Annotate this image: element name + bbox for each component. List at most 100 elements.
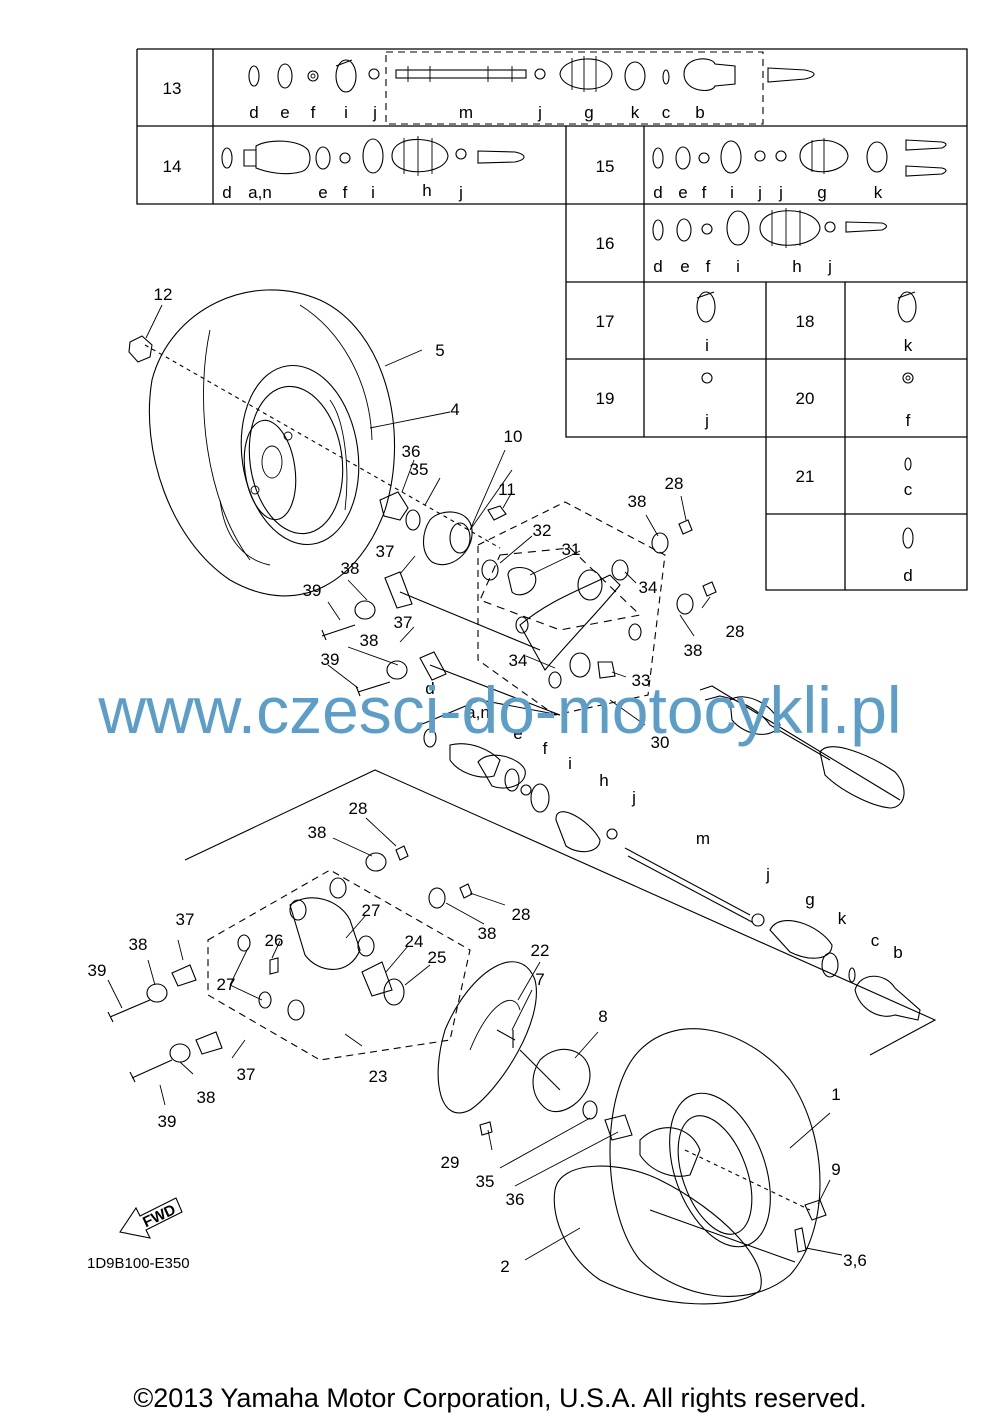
callout: 25	[428, 948, 447, 967]
svg-text:b: b	[695, 103, 704, 122]
row-20-num: 20	[796, 389, 815, 408]
row-16-num: 16	[596, 234, 615, 253]
callout: 2	[500, 1257, 509, 1276]
callout: 12	[154, 285, 173, 304]
svg-text:e: e	[678, 183, 687, 202]
svg-text:d: d	[222, 183, 231, 202]
callout: 39	[158, 1112, 177, 1131]
svg-text:i: i	[730, 183, 734, 202]
callout: 36	[506, 1190, 525, 1209]
callout: 3,6	[843, 1251, 867, 1270]
callout: 4	[450, 400, 459, 419]
svg-text:j: j	[704, 411, 709, 430]
callout: 38	[197, 1088, 216, 1107]
svg-text:f: f	[706, 257, 711, 276]
svg-text:j: j	[757, 183, 762, 202]
lower-arm-assembly	[107, 769, 937, 1083]
row-18-num: 18	[796, 312, 815, 331]
svg-text:h: h	[792, 257, 801, 276]
callout: a,n	[466, 703, 490, 722]
callout: 36	[402, 442, 421, 461]
callout: 37	[394, 613, 413, 632]
callout: 38	[308, 823, 327, 842]
row-17-num: 17	[596, 312, 615, 331]
callout-labels: 1 2 3,6 4 5 7 8 9 10 11 12 22 23 24 25 2…	[88, 285, 903, 1276]
svg-text:h: h	[422, 181, 431, 200]
svg-text:a,n: a,n	[248, 183, 272, 202]
svg-text:k: k	[874, 183, 883, 202]
row-14-letters: d a,n e f i h j	[222, 181, 463, 202]
copyright-text: ©2013 Yamaha Motor Corporation, U.S.A. A…	[133, 1383, 867, 1413]
svg-text:j: j	[827, 257, 832, 276]
svg-text:k: k	[631, 103, 640, 122]
drive-axle	[419, 685, 921, 1021]
svg-text:f: f	[906, 411, 911, 430]
callout: 22	[531, 941, 550, 960]
svg-text:e: e	[280, 103, 289, 122]
callout: 39	[88, 961, 107, 980]
callout: 38	[129, 935, 148, 954]
callout: 7	[535, 970, 544, 989]
callout: 28	[726, 622, 745, 641]
svg-text:g: g	[817, 183, 826, 202]
callout: 38	[341, 559, 360, 578]
callout: 27	[362, 901, 381, 920]
callout: 38	[684, 641, 703, 660]
callout: 28	[665, 474, 684, 493]
diagram-code: 1D9B100-E350	[87, 1255, 190, 1272]
svg-text:i: i	[371, 183, 375, 202]
svg-text:j: j	[537, 103, 542, 122]
svg-text:c: c	[662, 103, 671, 122]
upper-hub-parts	[128, 335, 642, 631]
callout: j	[765, 865, 770, 884]
callout: 39	[303, 581, 322, 600]
svg-text:k: k	[904, 336, 913, 355]
row-16-parts	[652, 208, 888, 248]
watermark-text: www.czesci-do-motocykli.pl	[97, 673, 901, 747]
callout: 27	[217, 975, 236, 994]
parts-table	[136, 48, 968, 591]
callout: i	[568, 754, 572, 773]
svg-text:g: g	[584, 103, 593, 122]
svg-text:f: f	[702, 183, 707, 202]
callout: 38	[478, 924, 497, 943]
row-13-num: 13	[163, 79, 182, 98]
callout: 29	[441, 1153, 460, 1172]
callout: 31	[562, 540, 581, 559]
svg-text:m: m	[459, 103, 473, 122]
callout: 33	[632, 671, 651, 690]
row-19-num: 19	[596, 389, 615, 408]
callout: 5	[435, 341, 444, 360]
callout: 37	[237, 1065, 256, 1084]
upper-arm-assembly	[321, 501, 717, 716]
table-row-numbers: 13 14 15 16 17 18 19 20 21	[163, 79, 815, 486]
fwd-arrow-icon: FWD	[119, 1197, 183, 1239]
callout: k	[838, 909, 847, 928]
svg-text:d: d	[653, 183, 662, 202]
callout: 9	[831, 1160, 840, 1179]
callout: h	[599, 771, 608, 790]
callout: 38	[360, 631, 379, 650]
callout: 39	[321, 650, 340, 669]
callout: m	[696, 829, 710, 848]
svg-text:i: i	[344, 103, 348, 122]
callout: b	[893, 943, 902, 962]
svg-text:e: e	[318, 183, 327, 202]
svg-text:f: f	[343, 183, 348, 202]
row-14-num: 14	[163, 157, 182, 176]
row-21-num: 21	[796, 467, 815, 486]
row-13-letters: d e f i j m j g k c b	[249, 103, 704, 122]
callout: 23	[369, 1067, 388, 1086]
callout: 35	[476, 1172, 495, 1191]
callout: 28	[349, 799, 368, 818]
svg-text:i: i	[736, 257, 740, 276]
callout: j	[631, 788, 636, 807]
svg-text:e: e	[680, 257, 689, 276]
callout: 1	[831, 1085, 840, 1104]
callout: e	[513, 724, 522, 743]
row-15-num: 15	[596, 157, 615, 176]
callout: d	[425, 679, 434, 698]
svg-text:j: j	[778, 183, 783, 202]
front-wheel-lower	[553, 1028, 827, 1305]
callout: 26	[265, 931, 284, 950]
